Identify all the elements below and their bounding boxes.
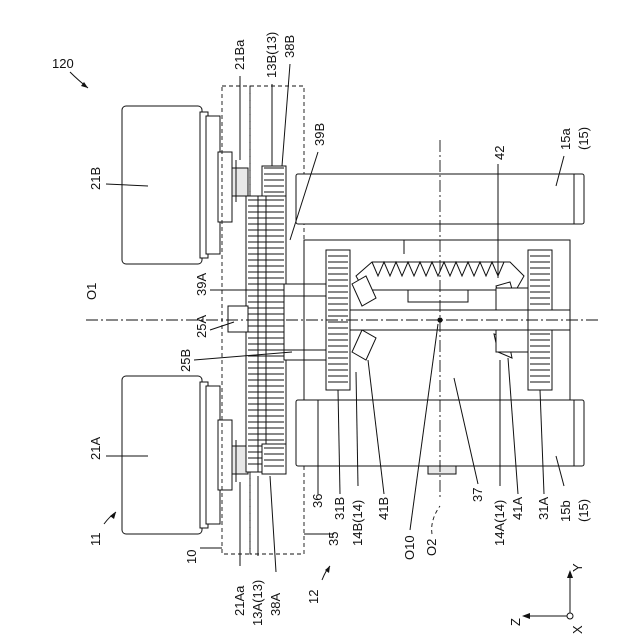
- label-39B: 39B: [312, 123, 327, 146]
- arrow-11: [110, 512, 116, 519]
- shaft-25B-hub: [284, 284, 328, 360]
- label-14B: 14B(14): [350, 500, 365, 546]
- label-O10: O10: [402, 535, 417, 560]
- label-O1: O1: [84, 283, 99, 300]
- shaft-25A: [228, 306, 248, 332]
- label-13B: 13B(13): [264, 32, 279, 78]
- leader-O2: [432, 506, 440, 534]
- label-36: 36: [310, 494, 325, 508]
- center-point-O10: [437, 317, 442, 322]
- label-21B: 21B: [88, 167, 103, 190]
- label-41B: 41B: [376, 497, 391, 520]
- label-15a-group: (15): [576, 127, 591, 150]
- label-42: 42: [492, 146, 507, 160]
- gear-13B-teeth: [246, 196, 286, 472]
- label-11: 11: [88, 533, 103, 547]
- motor-21B: [122, 106, 248, 264]
- label-120: 120: [52, 56, 74, 71]
- label-41A: 41A: [510, 497, 525, 520]
- label-15b: 15b: [558, 500, 573, 522]
- label-O2: O2: [424, 539, 439, 556]
- label-13A: 13A(13): [250, 580, 265, 626]
- label-25B: 25B: [178, 349, 193, 372]
- axis-label-Z: Z: [508, 618, 523, 626]
- label-21Aa: 21Aa: [232, 585, 247, 616]
- label-31B: 31B: [332, 497, 347, 520]
- motor-21A: [122, 376, 248, 534]
- coordinate-axes: [522, 570, 573, 619]
- label-25A: 25A: [194, 315, 209, 338]
- label-15b-group: (15): [576, 499, 591, 522]
- label-12: 12: [306, 590, 321, 604]
- label-38B: 38B: [282, 35, 297, 58]
- wheel-15b-hub: [428, 466, 456, 474]
- label-38A: 38A: [268, 593, 283, 616]
- label-39A: 39A: [194, 273, 209, 296]
- label-15a: 15a: [558, 128, 573, 150]
- label-31A: 31A: [536, 497, 551, 520]
- leader-38B: [282, 64, 290, 166]
- leader-38A: [270, 476, 276, 572]
- label-21Ba: 21Ba: [232, 39, 247, 70]
- axis-label-X: X: [570, 625, 585, 634]
- label-14A: 14A(14): [492, 500, 507, 546]
- axis-label-Y: Y: [570, 563, 585, 572]
- label-21A: 21A: [88, 437, 103, 460]
- label-37: 37: [470, 488, 485, 502]
- label-10: 10: [184, 550, 199, 564]
